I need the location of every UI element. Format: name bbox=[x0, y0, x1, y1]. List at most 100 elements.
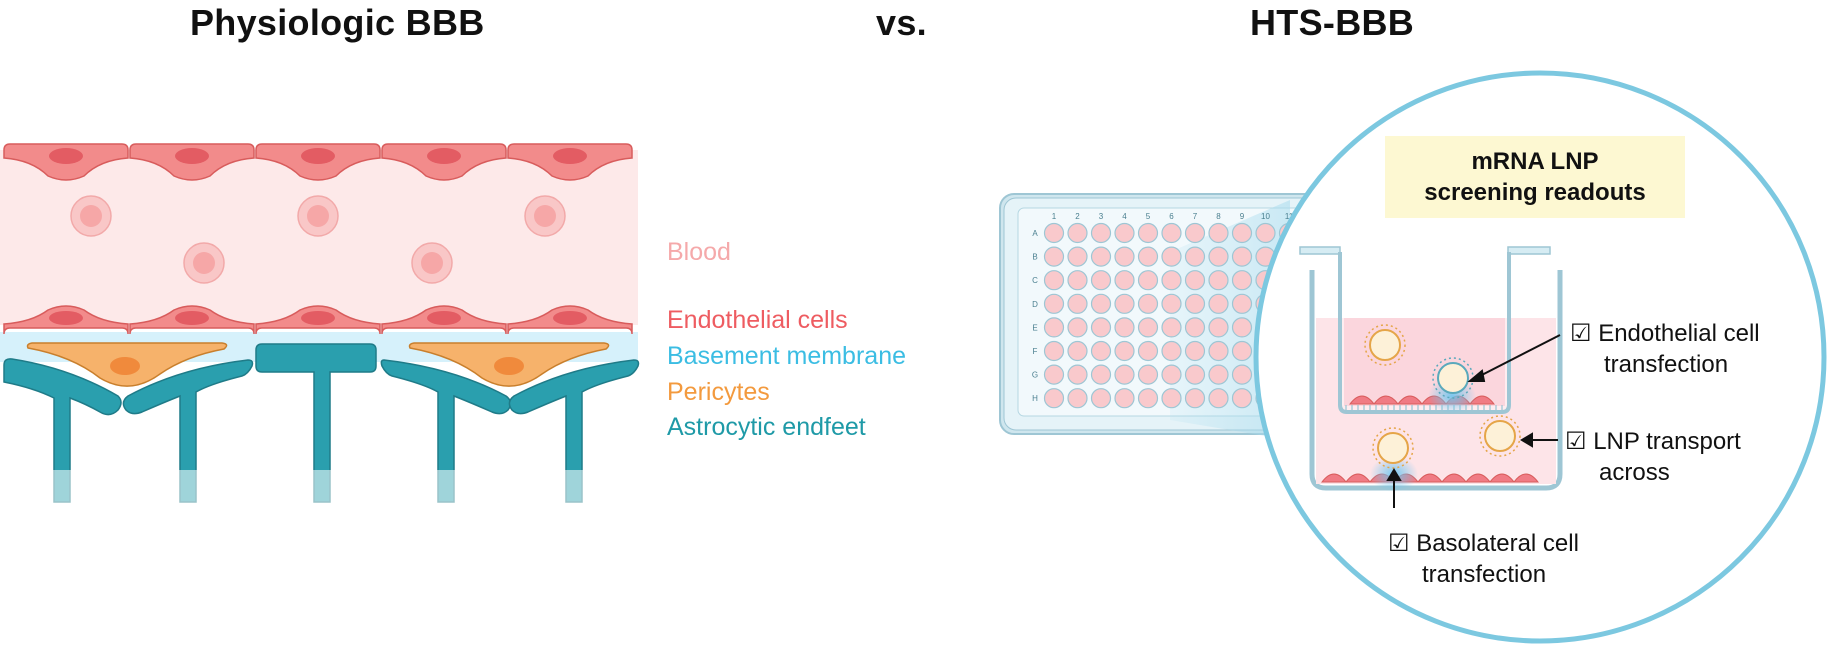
readout-title-line1: mRNA LNP bbox=[1471, 148, 1599, 175]
plate-well bbox=[1114, 388, 1135, 409]
plate-well bbox=[1184, 270, 1206, 291]
plate-well bbox=[1161, 388, 1182, 409]
plate-row-label: H bbox=[1032, 394, 1038, 403]
plate-row-label: E bbox=[1032, 323, 1037, 332]
plate-well bbox=[1161, 364, 1182, 385]
plate-wells bbox=[1043, 222, 1300, 409]
plate-row-label: F bbox=[1033, 347, 1038, 356]
callout-arrows bbox=[1386, 334, 1561, 508]
legend-endothelial-cells: Endothelial cells bbox=[667, 306, 848, 334]
plate-well bbox=[1067, 293, 1088, 314]
plate-column-label: 11 bbox=[1285, 212, 1294, 221]
legend-pericytes: Pericytes bbox=[667, 378, 770, 406]
plate-column-label: 2 bbox=[1075, 212, 1080, 221]
plate-well bbox=[1137, 222, 1159, 244]
plate-well bbox=[1114, 364, 1135, 385]
plate-column-label: 8 bbox=[1216, 212, 1221, 221]
plate-well bbox=[1090, 317, 1112, 338]
plate-well bbox=[1208, 270, 1229, 291]
callout-lnp-transport: ☑ LNP transport across bbox=[1565, 426, 1741, 488]
legend-blood: Blood bbox=[667, 238, 731, 266]
plate-row-label: A bbox=[1032, 229, 1038, 238]
plate-well bbox=[1208, 293, 1229, 314]
astrocytic-endfeet bbox=[3, 343, 640, 503]
plate-well bbox=[1208, 340, 1229, 362]
plate-well bbox=[1067, 388, 1088, 409]
blood-cells bbox=[70, 195, 566, 284]
plate-well bbox=[1184, 293, 1206, 314]
plate-well bbox=[1137, 388, 1159, 409]
plate-well bbox=[1090, 246, 1112, 267]
pericyte-nuclei bbox=[110, 357, 524, 375]
transport-line1: LNP transport bbox=[1593, 428, 1741, 455]
plate-well bbox=[1090, 222, 1112, 244]
plate-well bbox=[1161, 246, 1182, 267]
plate-well bbox=[1114, 293, 1135, 314]
plate-well bbox=[1067, 246, 1088, 267]
endothelial-line1: Endothelial cell bbox=[1598, 320, 1760, 347]
plate-well bbox=[1043, 246, 1065, 267]
outer-well bbox=[1309, 270, 1563, 491]
plate-well bbox=[1208, 317, 1229, 338]
legend-basement-membrane: Basement membrane bbox=[667, 342, 907, 370]
plate-well bbox=[1137, 317, 1159, 338]
plate-well bbox=[1231, 293, 1253, 314]
plate-well bbox=[1231, 364, 1253, 385]
plate-well bbox=[1043, 388, 1065, 409]
plate-well bbox=[1231, 246, 1253, 267]
plate-well bbox=[1208, 222, 1229, 244]
plate-well bbox=[1043, 222, 1065, 244]
checkbox-icon: ☑ bbox=[1570, 320, 1592, 347]
plate-well bbox=[1067, 340, 1088, 362]
plate-column-label: 1 bbox=[1052, 212, 1057, 221]
plate-well bbox=[1090, 270, 1112, 291]
title-vs: vs. bbox=[876, 2, 927, 43]
membrane-pores bbox=[1345, 405, 1503, 412]
plate-row-label: C bbox=[1032, 276, 1038, 285]
basolateral-line2: transfection bbox=[1422, 561, 1547, 588]
screening-readouts-title: mRNA LNP screening readouts bbox=[1385, 136, 1685, 218]
plate-well bbox=[1255, 222, 1276, 244]
plate-column-label: 10 bbox=[1261, 212, 1270, 221]
top-endothelial-nuclei bbox=[49, 148, 587, 164]
plate-well bbox=[1184, 246, 1206, 267]
legend-astrocytic-endfeet: Astrocytic endfeet bbox=[667, 413, 866, 441]
callout-basolateral-transfection: ☑ Basolateral cell transfection bbox=[1388, 528, 1579, 590]
plate-well bbox=[1161, 317, 1182, 338]
plate-well bbox=[1184, 222, 1206, 244]
plate-well bbox=[1137, 340, 1159, 362]
endothelial-line2: transfection bbox=[1604, 351, 1729, 378]
plate-well bbox=[1114, 246, 1135, 267]
plate-well bbox=[1043, 317, 1065, 338]
plate-well bbox=[1208, 364, 1229, 385]
plate-well bbox=[1184, 317, 1206, 338]
plate-well bbox=[1043, 364, 1065, 385]
plate-well bbox=[1137, 364, 1159, 385]
plate-well bbox=[1161, 340, 1182, 362]
plate-well bbox=[1043, 340, 1065, 362]
apical-media bbox=[1344, 318, 1505, 406]
plate-well bbox=[1114, 340, 1135, 362]
plate-column-label: 3 bbox=[1099, 212, 1104, 221]
plate-row-label: G bbox=[1032, 371, 1038, 380]
bottom-endothelial-nuclei bbox=[49, 311, 587, 325]
plate-well bbox=[1043, 293, 1065, 314]
plate-column-label: 5 bbox=[1146, 212, 1151, 221]
plate-well bbox=[1208, 246, 1229, 267]
plate-well bbox=[1184, 388, 1206, 409]
basolateral-line1: Basolateral cell bbox=[1416, 530, 1579, 557]
plate-column-label: 6 bbox=[1169, 212, 1174, 221]
plate-well bbox=[1090, 364, 1112, 385]
transport-line2: across bbox=[1599, 459, 1670, 486]
plate-well bbox=[1231, 340, 1253, 362]
plate-well bbox=[1114, 317, 1135, 338]
plate-well bbox=[1067, 270, 1088, 291]
plate-well bbox=[1090, 293, 1112, 314]
plate-well bbox=[1161, 270, 1182, 291]
plate-well bbox=[1208, 388, 1229, 409]
plate-row-label: D bbox=[1032, 300, 1038, 309]
plate-well bbox=[1114, 222, 1135, 244]
